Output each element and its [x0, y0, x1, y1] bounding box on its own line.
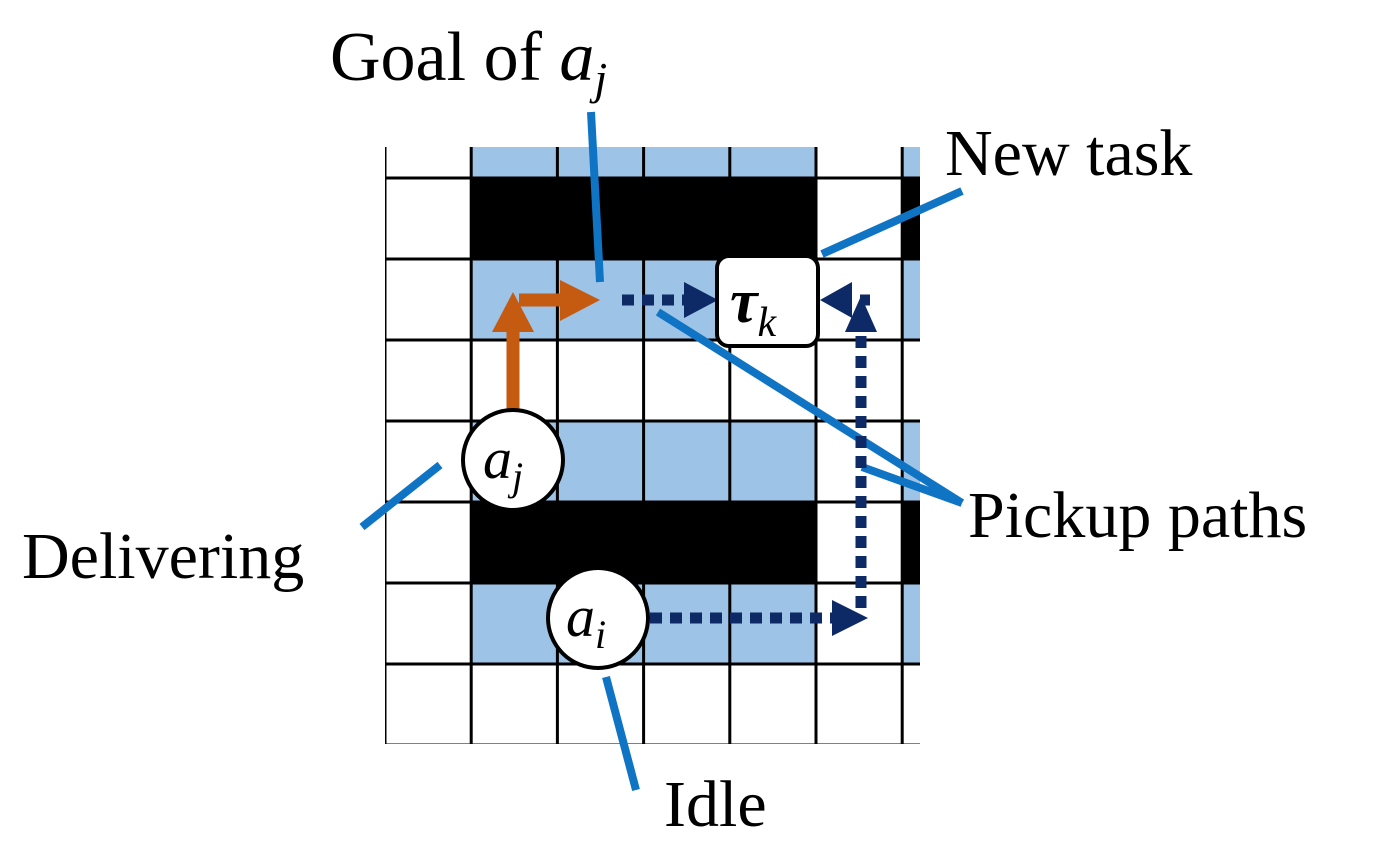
idle-label: Idle [664, 768, 767, 841]
pickup-paths-label: Pickup paths [968, 479, 1307, 552]
delivering-callout-line [359, 461, 443, 531]
grid-cell-free [471, 664, 558, 744]
grid-cell-free [816, 583, 903, 664]
grid-cell-obstacle [643, 178, 730, 259]
pickup-arrowhead-ai-right [832, 600, 868, 636]
grid-cell-lane [643, 147, 730, 178]
grid-cell-free [643, 664, 730, 744]
grid-cell-free [385, 664, 472, 744]
pickup-callout-line-top [655, 308, 965, 507]
agent-ai-label: ai [566, 584, 606, 657]
grid-cell-obstacle [471, 178, 558, 259]
pickup-paths [622, 282, 877, 636]
pickup-arrowhead-ai-up [845, 296, 877, 332]
warehouse-grid [385, 147, 920, 744]
goal-label: Goal of aj [330, 19, 607, 104]
task-symbol: τ [730, 268, 760, 336]
grid-cell-lane [729, 147, 816, 178]
grid-cell-obstacle [471, 502, 558, 583]
grid-cell-lane [557, 421, 644, 502]
goal-label-prefix: Goal of [330, 19, 559, 96]
task-node: τk [715, 254, 820, 348]
grid-cell-obstacle [902, 178, 920, 259]
delivering-label: Delivering [22, 520, 304, 593]
grid-cell-free [902, 340, 920, 421]
grid-cell-lane [902, 259, 920, 340]
grid-cell-free [643, 340, 730, 421]
grid-cell-free [729, 664, 816, 744]
agent-ai: ai [546, 566, 650, 670]
task-label: τk [730, 268, 778, 346]
idle-callout-line [602, 675, 640, 792]
agent-ai-circle [546, 566, 650, 670]
grid-cell-lane [902, 147, 920, 178]
grid-cell-free [385, 147, 472, 178]
delivery-arrowhead-right [560, 280, 600, 321]
task-box [715, 254, 820, 348]
goal-label-sub: j [589, 53, 607, 104]
grid-cell-obstacle [729, 502, 816, 583]
grid-cell-free [385, 421, 472, 502]
pickup-callout-line-bottom [860, 463, 964, 507]
grid-lines [385, 147, 920, 744]
agent-aj-label: aj [483, 426, 523, 499]
agent-aj: aj [461, 408, 565, 512]
delivery-arrowhead-up [492, 292, 534, 332]
grid-cell-lane [902, 583, 920, 664]
new-task-label: New task [945, 117, 1192, 190]
grid-cell-lane [729, 421, 816, 502]
new-task-callout-line [820, 187, 964, 258]
grid-cell-free [385, 502, 472, 583]
grid-cell-free [385, 583, 472, 664]
goal-label-var: a [559, 19, 594, 96]
grid-cell-free [557, 340, 644, 421]
agent-aj-subscript: j [507, 454, 523, 499]
grid-cell-free [902, 664, 920, 744]
grid-cell-free [816, 147, 903, 178]
grid-cell-free [816, 178, 903, 259]
grid-cell-lane [557, 147, 644, 178]
pickup-arrowhead-aj [684, 282, 718, 318]
grid-cell-obstacle [902, 502, 920, 583]
grid-cell-free [557, 664, 644, 744]
grid-cell-lane [471, 147, 558, 178]
goal-callout-line [587, 111, 604, 283]
agent-ai-symbol: a [566, 584, 595, 649]
agent-aj-symbol: a [483, 426, 512, 491]
callout-lines [359, 111, 965, 792]
grid-cell-free [816, 664, 903, 744]
task-subscript: k [758, 300, 778, 346]
grid-cell-obstacle [643, 502, 730, 583]
grid-cell-free [385, 259, 472, 340]
agent-aj-circle [461, 408, 565, 512]
agent-ai-subscript: i [595, 612, 606, 657]
pickup-arrowhead-ai-left [820, 282, 852, 318]
grid-cell-lane [643, 421, 730, 502]
grid-cell-free [385, 340, 472, 421]
delivery-path [492, 280, 600, 412]
grid-cell-free [385, 178, 472, 259]
grid-cell-lane [471, 583, 558, 664]
grid-cell-obstacle [729, 178, 816, 259]
